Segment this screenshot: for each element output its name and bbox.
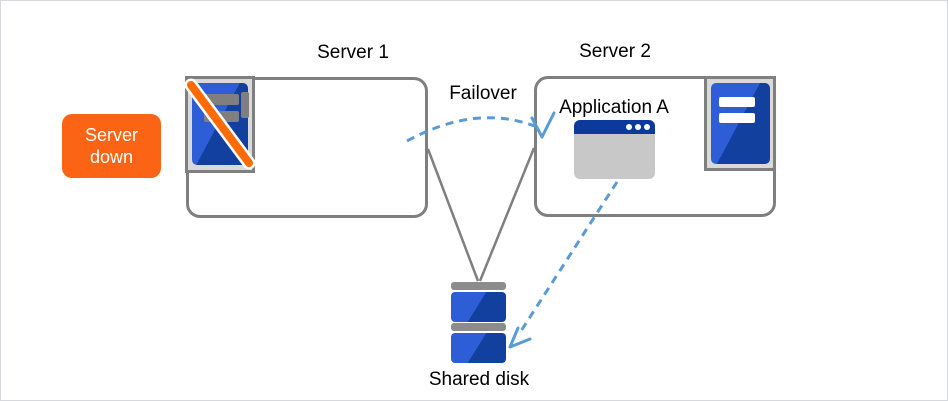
server2-to-disk-line	[478, 147, 536, 282]
server2-title: Server 2	[579, 41, 651, 62]
window-titlebar	[574, 120, 655, 134]
server1-to-disk-line	[426, 148, 480, 282]
server-slot-bar	[719, 113, 755, 123]
application-window-icon	[574, 120, 655, 179]
server-slot-bar	[719, 97, 755, 107]
shared-disk-cap	[451, 282, 506, 290]
window-control-dot	[635, 124, 641, 130]
failover-label: Failover	[449, 83, 517, 104]
server-icon	[711, 83, 770, 164]
badge-text-line1: Server	[84, 125, 138, 145]
server-down-badge: Server down	[62, 114, 161, 178]
window-control-dot	[626, 124, 632, 130]
failed-server-slot-bar	[204, 94, 239, 105]
server1-title: Server 1	[317, 42, 389, 63]
shared-disk-platter	[451, 333, 506, 363]
app-to-disk-arrowhead-icon	[508, 326, 532, 349]
shared-disk-cap	[451, 323, 506, 331]
shared-disk-label: Shared disk	[428, 369, 530, 390]
failed-server-slot-vertical	[241, 92, 249, 118]
failed-server-slot-bar	[204, 111, 239, 122]
application-label: Application A	[559, 97, 669, 118]
badge-text-line2: down	[89, 147, 134, 167]
shared-disk-platter	[451, 292, 506, 322]
window-control-dot	[644, 124, 650, 130]
